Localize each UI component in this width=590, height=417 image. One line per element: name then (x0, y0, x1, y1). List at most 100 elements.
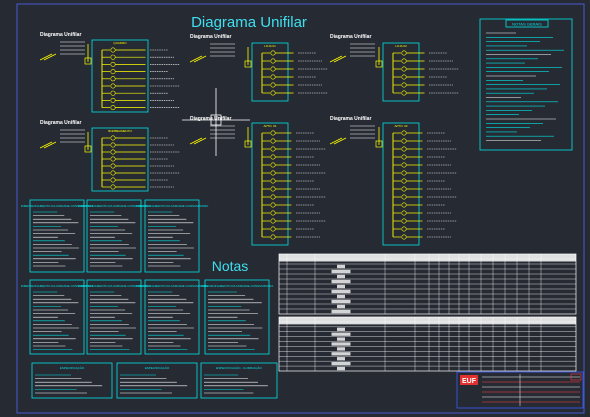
table-cell-fill (337, 274, 345, 279)
breaker (270, 194, 276, 200)
ground-symbol (189, 55, 203, 63)
breaker (110, 170, 116, 176)
ground-symbol (189, 137, 203, 145)
diagram-apto-02: Diagrama Unifilar APTO. 02 (330, 116, 420, 246)
main-breaker (84, 57, 92, 65)
breaker (270, 138, 276, 144)
breaker (401, 210, 407, 216)
breaker (270, 170, 276, 176)
table-cell-fill (331, 361, 351, 366)
note-box-title: DIMENSIONAMENTO DA UNIDADE CONSUMIDORA (136, 204, 209, 208)
load-table-1 (278, 253, 577, 315)
breaker (401, 202, 407, 208)
panel-box (251, 42, 289, 102)
title-block: EUF (456, 371, 584, 409)
breaker (401, 162, 407, 168)
table-cell-fill (331, 332, 351, 336)
main-breaker (375, 140, 383, 148)
diagram-loja-02: Diagrama Unifilar LOJA 02 (330, 34, 420, 102)
main-breaker (375, 60, 383, 68)
breaker (110, 61, 116, 67)
note-box: DIMENSIONAMENTO DA UNIDADE CONSUMIDORA (201, 279, 274, 355)
ground-symbol (43, 141, 57, 149)
breaker (270, 154, 276, 160)
table-cell-fill (331, 289, 351, 294)
company-logo (460, 375, 478, 385)
panel-box (91, 127, 149, 192)
breaker (270, 226, 276, 232)
table-cell-fill (331, 342, 351, 346)
note-box-title: DIMENSIONAMENTO DA UNIDADE CONSUMIDORA (201, 284, 274, 288)
panel-name: QUADRO (113, 41, 127, 45)
breaker (270, 210, 276, 216)
ground-symbol (333, 137, 347, 145)
breaker (110, 142, 116, 148)
note-box-title: DIMENSIONAMENTO DA UNIDADE CONSUMIDORA (136, 284, 209, 288)
note-boxes: DIMENSIONAMENTO DA UNIDADE CONSUMIDORA D… (21, 199, 278, 399)
table-header (279, 317, 576, 325)
table-cell-fill (331, 299, 351, 304)
note-box-title: DIMENSIONAMENTO DA UNIDADE CONSUMIDORA (78, 204, 151, 208)
note-box-title: ESPECIFICAÇÃO - ILUMINAÇÃO (216, 365, 262, 370)
breaker (401, 186, 407, 192)
breaker (110, 177, 116, 183)
general-notes-panel: NOTAS GERAIS (479, 18, 573, 151)
ground-symbol (329, 55, 343, 63)
ground-symbol (39, 53, 53, 61)
breaker (110, 97, 116, 103)
breaker (270, 130, 276, 136)
breaker (110, 156, 116, 162)
breaker (401, 82, 407, 88)
diagram-label: Diagrama Unifilar (190, 34, 231, 40)
breaker (270, 74, 276, 80)
breaker (110, 76, 116, 82)
general-notes-title: NOTAS GERAIS (512, 22, 542, 27)
breaker (110, 149, 116, 155)
table-cell-fill (337, 284, 345, 289)
table-cell-fill (337, 366, 345, 371)
ground-symbol (193, 137, 207, 145)
breaker (110, 90, 116, 96)
breaker (401, 66, 407, 72)
title-block-stamp (570, 373, 582, 381)
note-box-title: ESPECIFICAÇÃO (145, 365, 170, 370)
main-breaker (84, 145, 92, 153)
note-box: DIMENSIONAMENTO DA UNIDADE CONSUMIDORA (78, 279, 150, 355)
load-table-2 (278, 316, 577, 372)
panel-name: APTO. 02 (394, 124, 407, 128)
breaker (401, 58, 407, 64)
breaker (270, 202, 276, 208)
diagram-label: Diagrama Unifilar (40, 32, 81, 38)
breaker (270, 218, 276, 224)
table-cell-fill (337, 337, 345, 341)
panel-name: LOJA 01 (264, 44, 276, 48)
note-box: DIMENSIONAMENTO DA UNIDADE CONSUMIDORA (136, 199, 209, 273)
panel-name: LOJA 02 (395, 44, 407, 48)
main-breaker (244, 60, 252, 68)
table-cell-fill (331, 352, 351, 356)
note-box-title: DIMENSIONAMENTO DA UNIDADE CONSUMIDORA (21, 284, 94, 288)
diagram-label: Diagrama Unifilar (40, 120, 81, 126)
panel-box (382, 122, 420, 246)
breaker (401, 146, 407, 152)
note-box: ESPECIFICAÇÃO - ILUMINAÇÃO (200, 362, 278, 399)
breaker (110, 163, 116, 169)
breaker (401, 178, 407, 184)
panel-name: BOMBEAMENTO (108, 129, 132, 133)
note-box-title: DIMENSIONAMENTO DA UNIDADE CONSUMIDORA (21, 204, 94, 208)
breaker (401, 138, 407, 144)
breaker (401, 50, 407, 56)
breaker (401, 234, 407, 240)
breaker (270, 186, 276, 192)
breaker (270, 162, 276, 168)
main-breaker (244, 140, 252, 148)
breaker (270, 234, 276, 240)
ground-symbol (333, 55, 347, 63)
breaker (110, 135, 116, 141)
breaker (270, 90, 276, 96)
breaker (110, 105, 116, 111)
diagram-bombeamento: Diagrama Unifilar BOMBEAMENTO (40, 120, 149, 192)
note-box: DIMENSIONAMENTO DA UNIDADE CONSUMIDORA (21, 199, 94, 273)
